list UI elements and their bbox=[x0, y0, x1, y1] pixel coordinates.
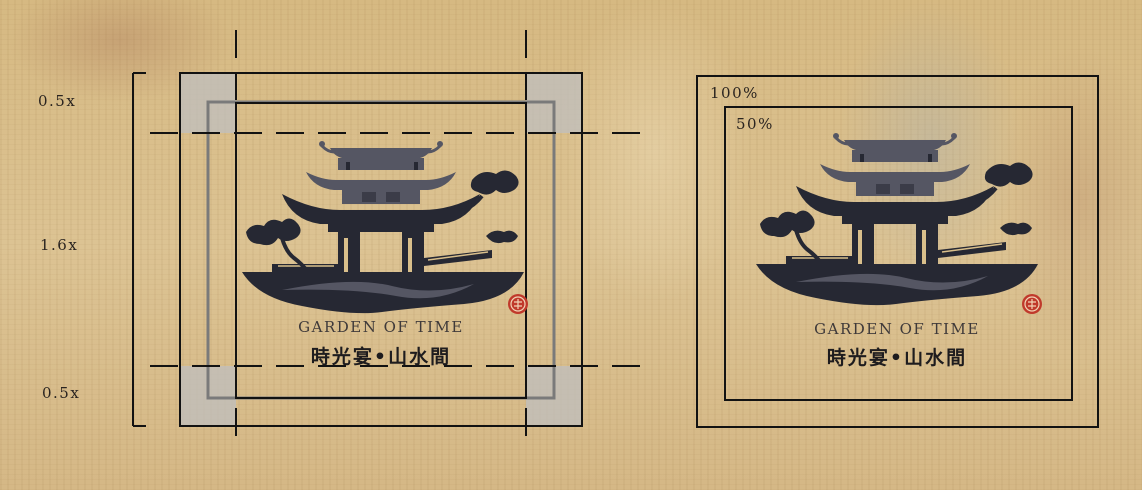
frame-50-percent bbox=[724, 106, 1073, 401]
brand-name-en: GARDEN OF TIME bbox=[298, 318, 464, 336]
brand-name-zh: 時光宴•山水間 bbox=[310, 346, 452, 368]
scale-label-100: 100% bbox=[710, 84, 759, 102]
brand-name-en-right: GARDEN OF TIME bbox=[814, 320, 980, 338]
ratio-bracket bbox=[132, 72, 146, 427]
brand-name-zh-right: 時光宴•山水間 bbox=[826, 347, 968, 369]
dashed-guides bbox=[150, 30, 640, 448]
ratio-label-top: 0.5x bbox=[38, 92, 77, 110]
scale-label-50: 50% bbox=[736, 115, 774, 133]
outer-frame bbox=[179, 72, 583, 427]
red-seal-right bbox=[1021, 293, 1043, 315]
ratio-label-bottom: 0.5x bbox=[42, 384, 81, 402]
pagoda-logo-right bbox=[754, 131, 1040, 308]
frame-100-percent bbox=[696, 75, 1099, 428]
ratio-label-middle: 1.6x bbox=[40, 236, 79, 254]
